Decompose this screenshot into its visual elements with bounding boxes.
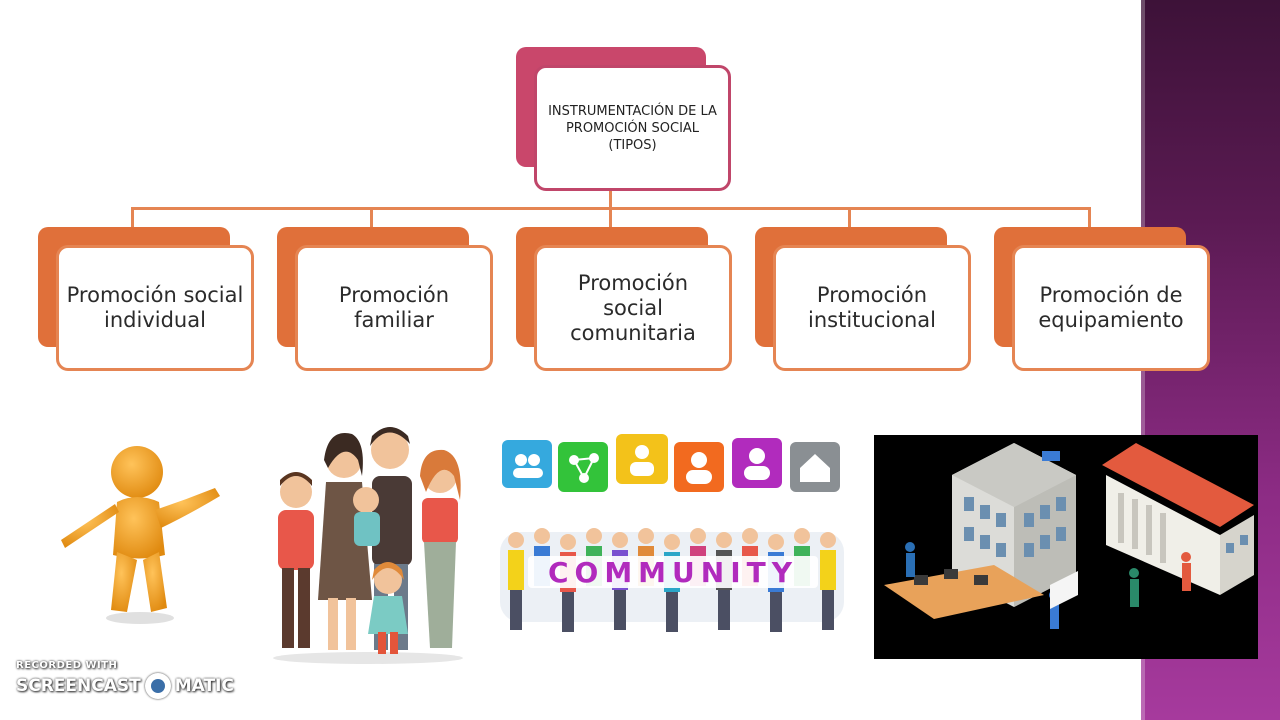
connector-child-2 [370, 207, 373, 227]
child-node-2: Promoción familiar [295, 245, 493, 371]
person-icon [732, 438, 782, 488]
root-node: INSTRUMENTACIÓN DE LA PROMOCIÓN SOCIAL (… [534, 65, 731, 191]
child-node-5-label: Promoción de equipamiento [1038, 283, 1184, 332]
watermark-screencast: SCREENCAST [16, 676, 141, 696]
recording-watermark: RECORDED WITH SCREENCAST MATIC [16, 660, 234, 699]
child-node-3: Promoción social comunitaria [534, 245, 732, 371]
child-node-5: Promoción de equipamiento [1012, 245, 1210, 371]
institutional-illustration [874, 435, 1258, 659]
connector-child-4 [848, 207, 851, 227]
child-node-1: Promoción social individual [56, 245, 254, 371]
root-node-label: INSTRUMENTACIÓN DE LA PROMOCIÓN SOCIAL (… [548, 103, 717, 153]
record-logo-icon [144, 673, 171, 699]
family-illustration [273, 427, 463, 664]
child-node-4: Promoción institucional [773, 245, 971, 371]
woman-icon [674, 442, 724, 492]
individual-figure-illustration [61, 446, 220, 624]
people-icon [502, 440, 552, 488]
child-node-2-label: Promoción familiar [338, 283, 450, 332]
connector-child-5 [1088, 207, 1091, 227]
office-building [952, 443, 1076, 607]
community-banner-text: COMMUNITY [548, 556, 798, 589]
community-illustration: COMMUNITY [500, 434, 844, 632]
watermark-matic: MATIC [174, 676, 234, 696]
watermark-line-1: RECORDED WITH [16, 660, 118, 671]
child-node-4-label: Promoción institucional [808, 283, 936, 332]
government-building [1102, 443, 1254, 595]
network-icon [558, 442, 608, 492]
child-node-1-label: Promoción social individual [66, 283, 244, 332]
connector-child-1 [131, 207, 134, 227]
group-icon [616, 434, 668, 484]
connector-child-3 [609, 207, 612, 227]
home-icon [790, 442, 840, 492]
child-node-3-label: Promoción social comunitaria [570, 270, 696, 345]
connector-root-stem [609, 191, 612, 210]
office-workers [884, 542, 1191, 629]
